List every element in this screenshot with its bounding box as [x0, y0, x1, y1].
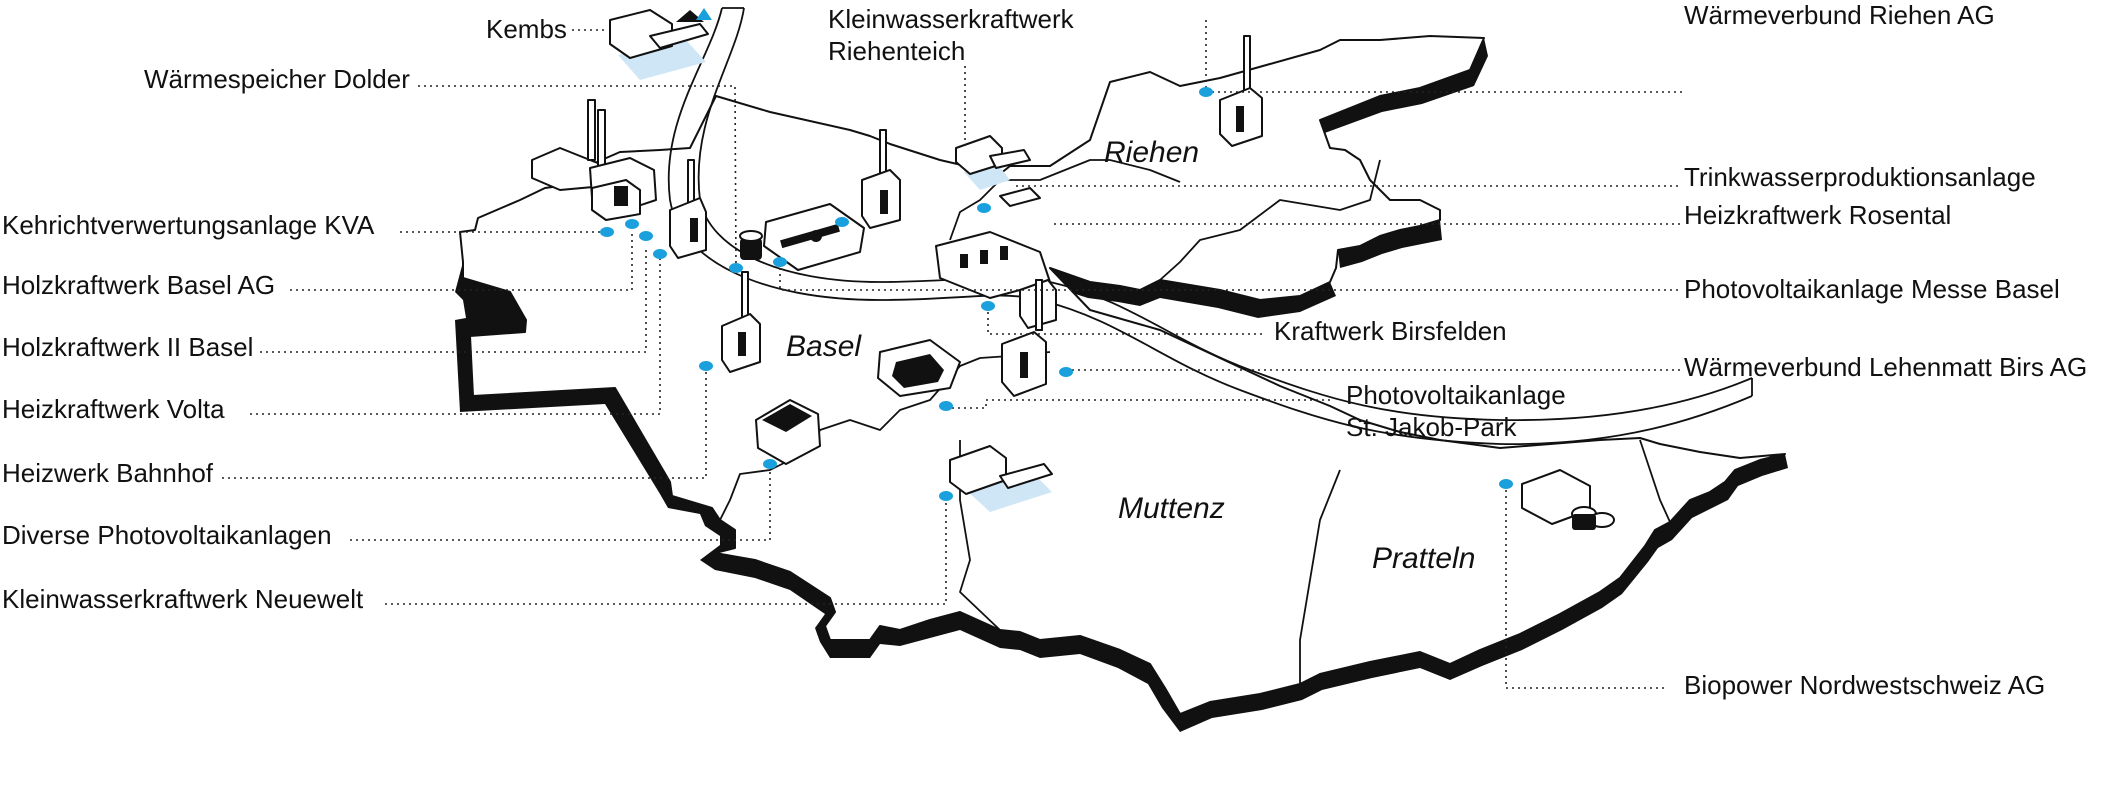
riehen-extrusion — [1050, 268, 1336, 318]
riehen-north-extrusion — [1320, 38, 1488, 134]
marker-st-jakob[interactable] — [939, 401, 953, 411]
border-pratteln-east — [1639, 439, 1671, 523]
label-kleinwasser-neuewelt[interactable]: Kleinwasserkraftwerk Neuewelt — [2, 584, 364, 614]
municipal-borders — [719, 159, 1671, 684]
label-heizwerk-bahnhof[interactable]: Heizwerk Bahnhof — [2, 458, 214, 488]
border-muttenz-pratteln — [1299, 469, 1341, 684]
area-pratteln: Pratteln — [1372, 542, 1475, 575]
leader-lines — [222, 20, 1682, 689]
marker-messe[interactable] — [773, 257, 787, 267]
label-waermeverbund-lehenmatt[interactable]: Wärmeverbund Lehenmatt Birs AG — [1684, 352, 2087, 382]
marker-lehenmatt[interactable] — [1059, 367, 1073, 377]
label-heizkraftwerk-rosental[interactable]: Heizkraftwerk Rosental — [1684, 200, 1951, 230]
label-waermeverbund-riehen[interactable]: Wärmeverbund Riehen AG — [1684, 0, 1995, 30]
label-pv-st-jakob-2[interactable]: St. Jakob-Park — [1346, 412, 1518, 442]
kembs-plant-icon — [609, 8, 712, 80]
holzkraftwerk-icon — [669, 159, 707, 259]
marker-trinkwasser[interactable] — [977, 203, 991, 213]
diverse-pv-icon — [755, 399, 821, 465]
marker-holzkraftwerk-ii[interactable] — [639, 231, 653, 241]
label-biopower[interactable]: Biopower Nordwestschweiz AG — [1684, 670, 2045, 700]
facility-labels: Kembs Wärmespeicher Dolder Kehrichtverwe… — [2, 0, 2087, 700]
label-kleinwasser-riehenteich-1[interactable]: Kleinwasserkraftwerk — [828, 4, 1075, 34]
neuewelt-hydro-icon — [949, 445, 1053, 512]
land-mass — [455, 35, 1788, 732]
marker-birsfelden[interactable] — [981, 301, 995, 311]
label-holzkraftwerk-basel[interactable]: Holzkraftwerk Basel AG — [2, 270, 275, 300]
label-trinkwasser[interactable]: Trinkwasserproduktionsanlage — [1684, 162, 2036, 192]
rosental-extrusion — [1338, 220, 1442, 268]
border-basel-muttenz — [719, 351, 1051, 521]
label-kleinwasser-riehenteich-2[interactable]: Riehenteich — [828, 36, 965, 66]
biopower-plant-icon — [1521, 469, 1615, 530]
label-kraftwerk-birsfelden[interactable]: Kraftwerk Birsfelden — [1274, 316, 1507, 346]
marker-volta[interactable] — [653, 249, 667, 259]
bahnhof-heating-icon — [721, 271, 761, 373]
land-surface — [459, 35, 1786, 715]
riehenteich-plant-icon — [861, 129, 901, 229]
marker-diverse-pv[interactable] — [763, 459, 777, 469]
area-muttenz: Muttenz — [1118, 492, 1225, 525]
label-heizkraftwerk-volta[interactable]: Heizkraftwerk Volta — [2, 394, 225, 424]
label-kembs[interactable]: Kembs — [486, 14, 567, 44]
label-pv-messe[interactable]: Photovoltaikanlage Messe Basel — [1684, 274, 2060, 304]
marker-riehenteich[interactable] — [835, 217, 849, 227]
marker-holzkraftwerk-basel[interactable] — [625, 219, 639, 229]
volta-tank-icon — [739, 230, 763, 260]
marker-dolder[interactable] — [729, 263, 743, 273]
label-pv-st-jakob-1[interactable]: Photovoltaikanlage — [1346, 380, 1566, 410]
birsfelden-plant-icon — [1001, 279, 1047, 397]
facility-markers — [600, 87, 1513, 501]
marker-riehen[interactable] — [1199, 87, 1213, 97]
label-waermespeicher-dolder[interactable]: Wärmespeicher Dolder — [144, 64, 410, 94]
area-labels: Riehen Basel Muttenz Pratteln — [786, 136, 1475, 575]
marker-neuewelt[interactable] — [939, 491, 953, 501]
border-riehen-basel — [949, 159, 1181, 241]
label-diverse-pv[interactable]: Diverse Photovoltaikanlagen — [2, 520, 332, 550]
facility-icons — [531, 8, 1615, 530]
st-jakob-stadium-icon — [877, 339, 961, 397]
marker-kva[interactable] — [600, 227, 614, 237]
label-holzkraftwerk-ii[interactable]: Holzkraftwerk II Basel — [2, 332, 253, 362]
marker-biopower[interactable] — [1499, 479, 1513, 489]
riehen-heating-icon — [1219, 35, 1263, 147]
area-basel: Basel — [786, 330, 862, 363]
kva-plant-icon — [531, 99, 657, 221]
label-kva[interactable]: Kehrichtverwertungsanlage KVA — [2, 210, 375, 240]
area-riehen: Riehen — [1104, 136, 1199, 169]
border-riehen-south — [1159, 159, 1381, 281]
marker-bahnhof[interactable] — [699, 361, 713, 371]
trinkwasser-plant-icon — [955, 135, 1041, 207]
